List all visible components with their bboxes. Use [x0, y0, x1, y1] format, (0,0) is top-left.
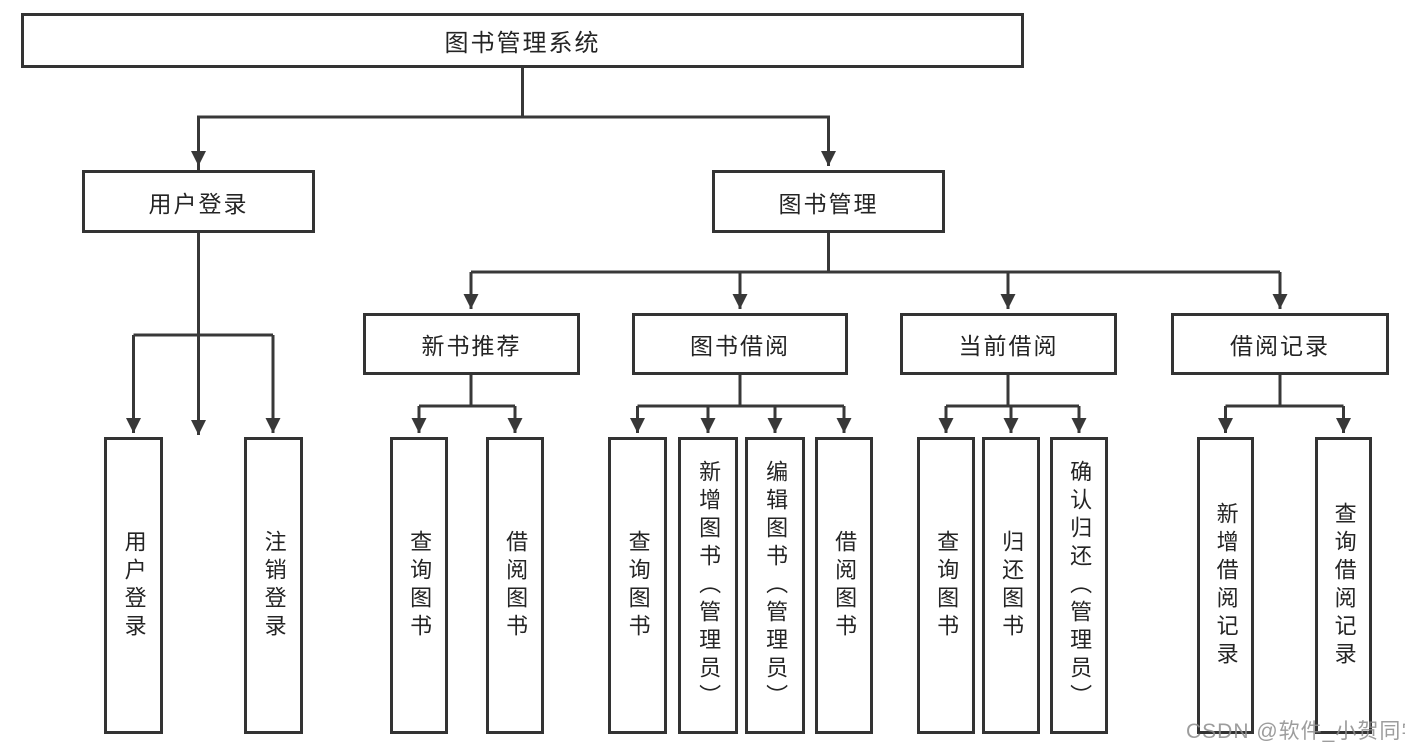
- leaf-query-borrow-record: 查询借阅记录: [1315, 437, 1372, 734]
- node-book-management: 图书管理: [712, 170, 945, 233]
- leaf-borrow-book-2-label: 借阅图书: [832, 529, 858, 642]
- leaf-query-book-2-label: 查询图书: [625, 529, 651, 642]
- leaf-borrow-book-1: 借阅图书: [486, 437, 544, 734]
- node-new-book-recommend: 新书推荐: [363, 313, 580, 375]
- node-new-book-recommend-label: 新书推荐: [421, 333, 522, 359]
- leaf-logout: 注销登录: [244, 437, 303, 734]
- node-user-login-label: 用户登录: [148, 190, 249, 217]
- leaf-edit-book-admin-label: 编辑图书（管理员）: [763, 459, 789, 712]
- leaf-return-book-label: 归还图书: [999, 529, 1025, 642]
- leaf-add-book-admin: 新增图书（管理员）: [678, 437, 738, 734]
- leaf-add-borrow-record-label: 新增借阅记录: [1213, 501, 1239, 670]
- leaf-user-login-label: 用户登录: [121, 529, 147, 642]
- leaf-query-book-2: 查询图书: [608, 437, 667, 734]
- leaf-borrow-book-1-label: 借阅图书: [503, 529, 529, 642]
- leaf-edit-book-admin: 编辑图书（管理员）: [745, 437, 805, 734]
- node-root-label: 图书管理系统: [444, 30, 601, 57]
- leaf-query-book-1-label: 查询图书: [407, 529, 433, 642]
- node-root-system: 图书管理系统: [21, 13, 1024, 68]
- node-book-borrowing: 图书借阅: [632, 313, 848, 375]
- leaf-confirm-return-admin-label: 确认归还（管理员）: [1067, 459, 1093, 712]
- csdn-watermark: CSDN @软件_小贺同学: [1186, 720, 1405, 743]
- leaf-return-book: 归还图书: [982, 437, 1040, 734]
- leaf-confirm-return-admin: 确认归还（管理员）: [1050, 437, 1108, 734]
- leaf-query-borrow-record-label: 查询借阅记录: [1331, 501, 1357, 670]
- leaf-user-login: 用户登录: [104, 437, 163, 734]
- leaf-query-book-3: 查询图书: [917, 437, 975, 734]
- node-borrowing-records-label: 借阅记录: [1230, 333, 1330, 359]
- leaf-add-book-admin-label: 新增图书（管理员）: [696, 459, 722, 712]
- node-book-management-label: 图书管理: [778, 190, 879, 217]
- leaf-query-book-3-label: 查询图书: [934, 529, 960, 642]
- leaf-logout-label: 注销登录: [261, 529, 287, 642]
- node-book-borrowing-label: 图书借阅: [690, 333, 790, 359]
- leaf-add-borrow-record: 新增借阅记录: [1197, 437, 1254, 734]
- node-user-login: 用户登录: [82, 170, 315, 233]
- leaf-borrow-book-2: 借阅图书: [815, 437, 873, 734]
- node-current-borrowing: 当前借阅: [900, 313, 1117, 375]
- node-borrowing-records: 借阅记录: [1171, 313, 1389, 375]
- leaf-query-book-1: 查询图书: [390, 437, 448, 734]
- node-current-borrowing-label: 当前借阅: [958, 333, 1059, 359]
